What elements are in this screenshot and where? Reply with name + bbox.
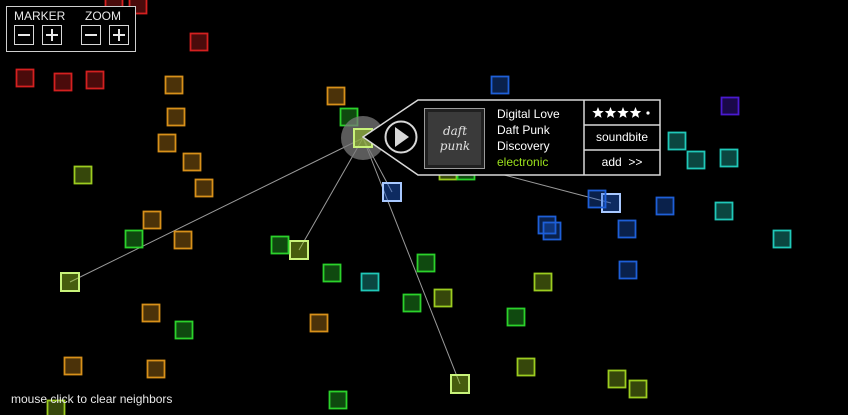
song-title: Digital Love: [497, 107, 560, 121]
clear-neighbors-hint: mouse click to clear neighbors: [11, 392, 173, 406]
song-marker[interactable]: [667, 131, 687, 151]
song-genre: electronic: [497, 155, 548, 169]
song-marker[interactable]: [628, 379, 648, 399]
play-button[interactable]: [384, 120, 418, 154]
neighbor-song-marker[interactable]: [450, 374, 470, 394]
song-marker[interactable]: [15, 68, 35, 88]
neighbor-song-marker[interactable]: [289, 240, 309, 260]
song-marker[interactable]: [618, 260, 638, 280]
song-marker[interactable]: [174, 320, 194, 340]
song-marker[interactable]: [617, 219, 637, 239]
song-marker[interactable]: [270, 235, 290, 255]
song-marker[interactable]: [164, 75, 184, 95]
song-marker[interactable]: [533, 272, 553, 292]
zoom-in-button[interactable]: [109, 25, 129, 45]
zoom-out-button[interactable]: [81, 25, 101, 45]
song-marker[interactable]: [182, 152, 202, 172]
star-icon[interactable]: [604, 107, 617, 118]
star-icon[interactable]: [592, 107, 604, 118]
song-marker[interactable]: [157, 133, 177, 153]
song-marker[interactable]: [309, 313, 329, 333]
minus-icon: [18, 34, 30, 36]
song-marker[interactable]: [607, 369, 627, 389]
add-button[interactable]: add >>: [602, 155, 643, 169]
song-marker[interactable]: [189, 32, 209, 52]
neighbor-song-marker[interactable]: [601, 193, 621, 213]
star-icon[interactable]: [617, 107, 629, 118]
song-artist: Daft Punk: [497, 123, 551, 137]
song-marker[interactable]: [720, 96, 740, 116]
selected-song: [341, 116, 385, 160]
song-marker[interactable]: [124, 229, 144, 249]
neighbor-link: [69, 137, 364, 283]
marker-increase-button[interactable]: [42, 25, 62, 45]
song-marker[interactable]: [322, 263, 342, 283]
marker-label: MARKER: [14, 9, 66, 23]
marker-decrease-button[interactable]: [14, 25, 34, 45]
rating-stars[interactable]: [592, 107, 642, 118]
neighbor-song-marker[interactable]: [382, 182, 402, 202]
star-icon[interactable]: [629, 107, 642, 118]
rating-more-dot: [646, 111, 650, 115]
song-marker[interactable]: [141, 303, 161, 323]
song-marker[interactable]: [360, 272, 380, 292]
song-marker[interactable]: [587, 189, 607, 209]
minus-icon: [85, 34, 97, 36]
song-marker[interactable]: [53, 72, 73, 92]
song-marker[interactable]: [655, 196, 675, 216]
play-icon: [395, 127, 409, 147]
neighbor-link: [362, 137, 461, 385]
song-album: Discovery: [497, 139, 550, 153]
map-controls: MARKER ZOOM: [6, 6, 136, 52]
song-marker[interactable]: [173, 230, 193, 250]
song-marker[interactable]: [714, 201, 734, 221]
song-marker[interactable]: [326, 86, 346, 106]
song-marker[interactable]: [516, 357, 536, 377]
album-cover: daft punk: [424, 108, 485, 169]
soundbite-button[interactable]: soundbite: [596, 130, 648, 144]
song-marker[interactable]: [416, 253, 436, 273]
song-marker[interactable]: [73, 165, 93, 185]
song-marker[interactable]: [402, 293, 422, 313]
song-markers[interactable]: [15, 0, 792, 415]
song-marker[interactable]: [328, 390, 348, 410]
song-marker[interactable]: [433, 288, 453, 308]
zoom-label: ZOOM: [85, 9, 121, 23]
song-marker[interactable]: [719, 148, 739, 168]
song-marker[interactable]: [194, 178, 214, 198]
song-marker[interactable]: [146, 359, 166, 379]
song-info-popup: daft punk Digital Love Daft Punk Discove…: [362, 99, 661, 176]
neighbor-song-marker[interactable]: [60, 272, 80, 292]
song-marker[interactable]: [772, 229, 792, 249]
song-marker[interactable]: [506, 307, 526, 327]
svg-text:punk: punk: [440, 139, 470, 153]
song-marker[interactable]: [142, 210, 162, 230]
song-marker[interactable]: [63, 356, 83, 376]
song-marker[interactable]: [46, 399, 66, 415]
song-marker[interactable]: [490, 75, 510, 95]
song-marker[interactable]: [686, 150, 706, 170]
song-marker[interactable]: [166, 107, 186, 127]
song-marker[interactable]: [85, 70, 105, 90]
song-marker[interactable]: [542, 221, 562, 241]
album-cover-logo: daft: [443, 124, 467, 138]
